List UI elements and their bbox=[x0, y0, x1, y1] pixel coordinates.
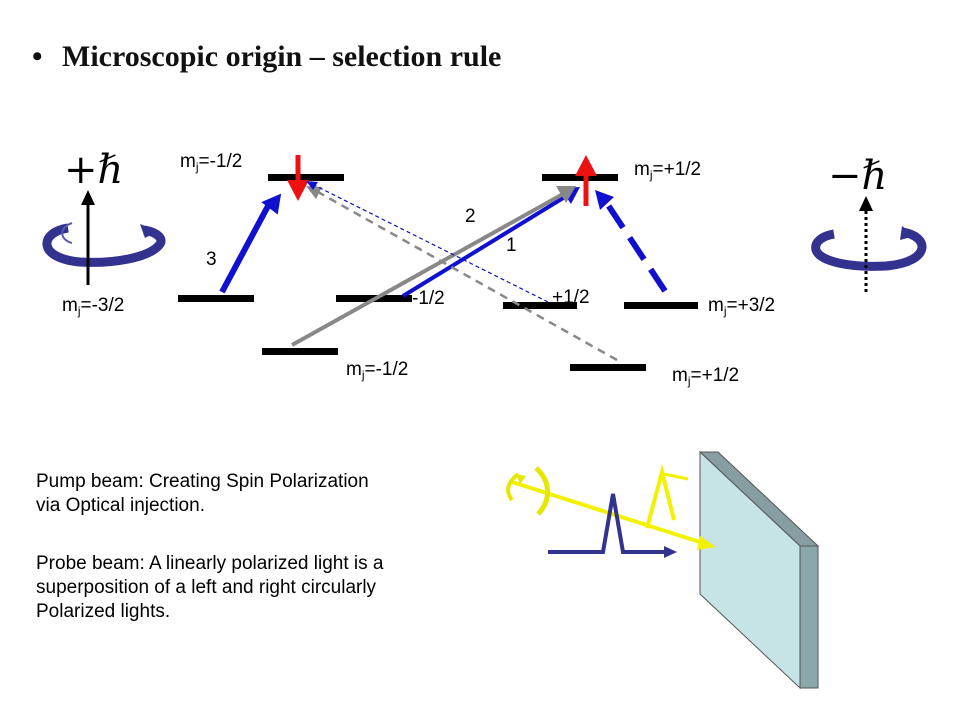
title-text: Microscopic origin – selection rule bbox=[62, 40, 502, 73]
transition-3 bbox=[219, 204, 271, 294]
transition-label-3: 3 bbox=[206, 249, 217, 270]
hbar-symbol-left: ℏ bbox=[97, 147, 124, 193]
title-bullet: • bbox=[32, 40, 43, 73]
level-top-right bbox=[542, 174, 618, 181]
left-helicity-label: +ℏ bbox=[64, 150, 123, 190]
transition-1 bbox=[401, 193, 570, 298]
probe-description: Probe beam: A linearly polarized light i… bbox=[36, 553, 384, 622]
label-top-right: mj=+1/2 bbox=[634, 159, 702, 182]
optics-illustration bbox=[506, 450, 820, 690]
sample-side-face bbox=[799, 545, 819, 689]
transition-dashed-blue bbox=[605, 203, 668, 293]
left-rotation-icon bbox=[42, 190, 166, 285]
spin-arrows bbox=[287, 155, 597, 206]
label-so-left: mj=-1/2 bbox=[346, 359, 409, 382]
level-hh-left bbox=[178, 295, 254, 302]
right-helicity-sign: − bbox=[828, 153, 862, 199]
transition-2 bbox=[291, 192, 564, 347]
label-lh-right: +1/2 bbox=[552, 287, 590, 308]
label-hh-left: mj=-3/2 bbox=[62, 295, 125, 318]
level-so-left bbox=[262, 348, 338, 355]
hbar-symbol-right: ℏ bbox=[861, 153, 888, 199]
transition-dashed-gray bbox=[317, 190, 618, 362]
right-rotation-icon bbox=[811, 196, 927, 292]
transition-label-1: 1 bbox=[506, 235, 517, 256]
label-so-right: mj=+1/2 bbox=[672, 365, 740, 388]
spin-up-arrow bbox=[575, 155, 597, 176]
label-hh-right: mj=+3/2 bbox=[708, 295, 776, 318]
transitions bbox=[219, 181, 668, 362]
pump-description: Pump beam: Creating Spin Polarization vi… bbox=[36, 471, 369, 516]
spin-down-arrow bbox=[287, 180, 309, 201]
label-lh-left: -1/2 bbox=[412, 288, 445, 309]
left-helicity-sign: + bbox=[64, 147, 98, 193]
label-top-left: mj=-1/2 bbox=[180, 151, 243, 174]
pump-pulse bbox=[645, 464, 676, 529]
level-so-right bbox=[570, 364, 646, 371]
level-hh-right bbox=[624, 302, 698, 309]
probe-beam bbox=[548, 493, 664, 554]
level-lh-right bbox=[503, 302, 577, 309]
transition-label-2: 2 bbox=[465, 206, 476, 227]
right-helicity-label: −ℏ bbox=[828, 156, 887, 196]
slide-title: • Microscopic origin – selection rule bbox=[32, 40, 501, 74]
transition-dotted-blue bbox=[311, 183, 549, 303]
level-top-left bbox=[268, 174, 344, 181]
